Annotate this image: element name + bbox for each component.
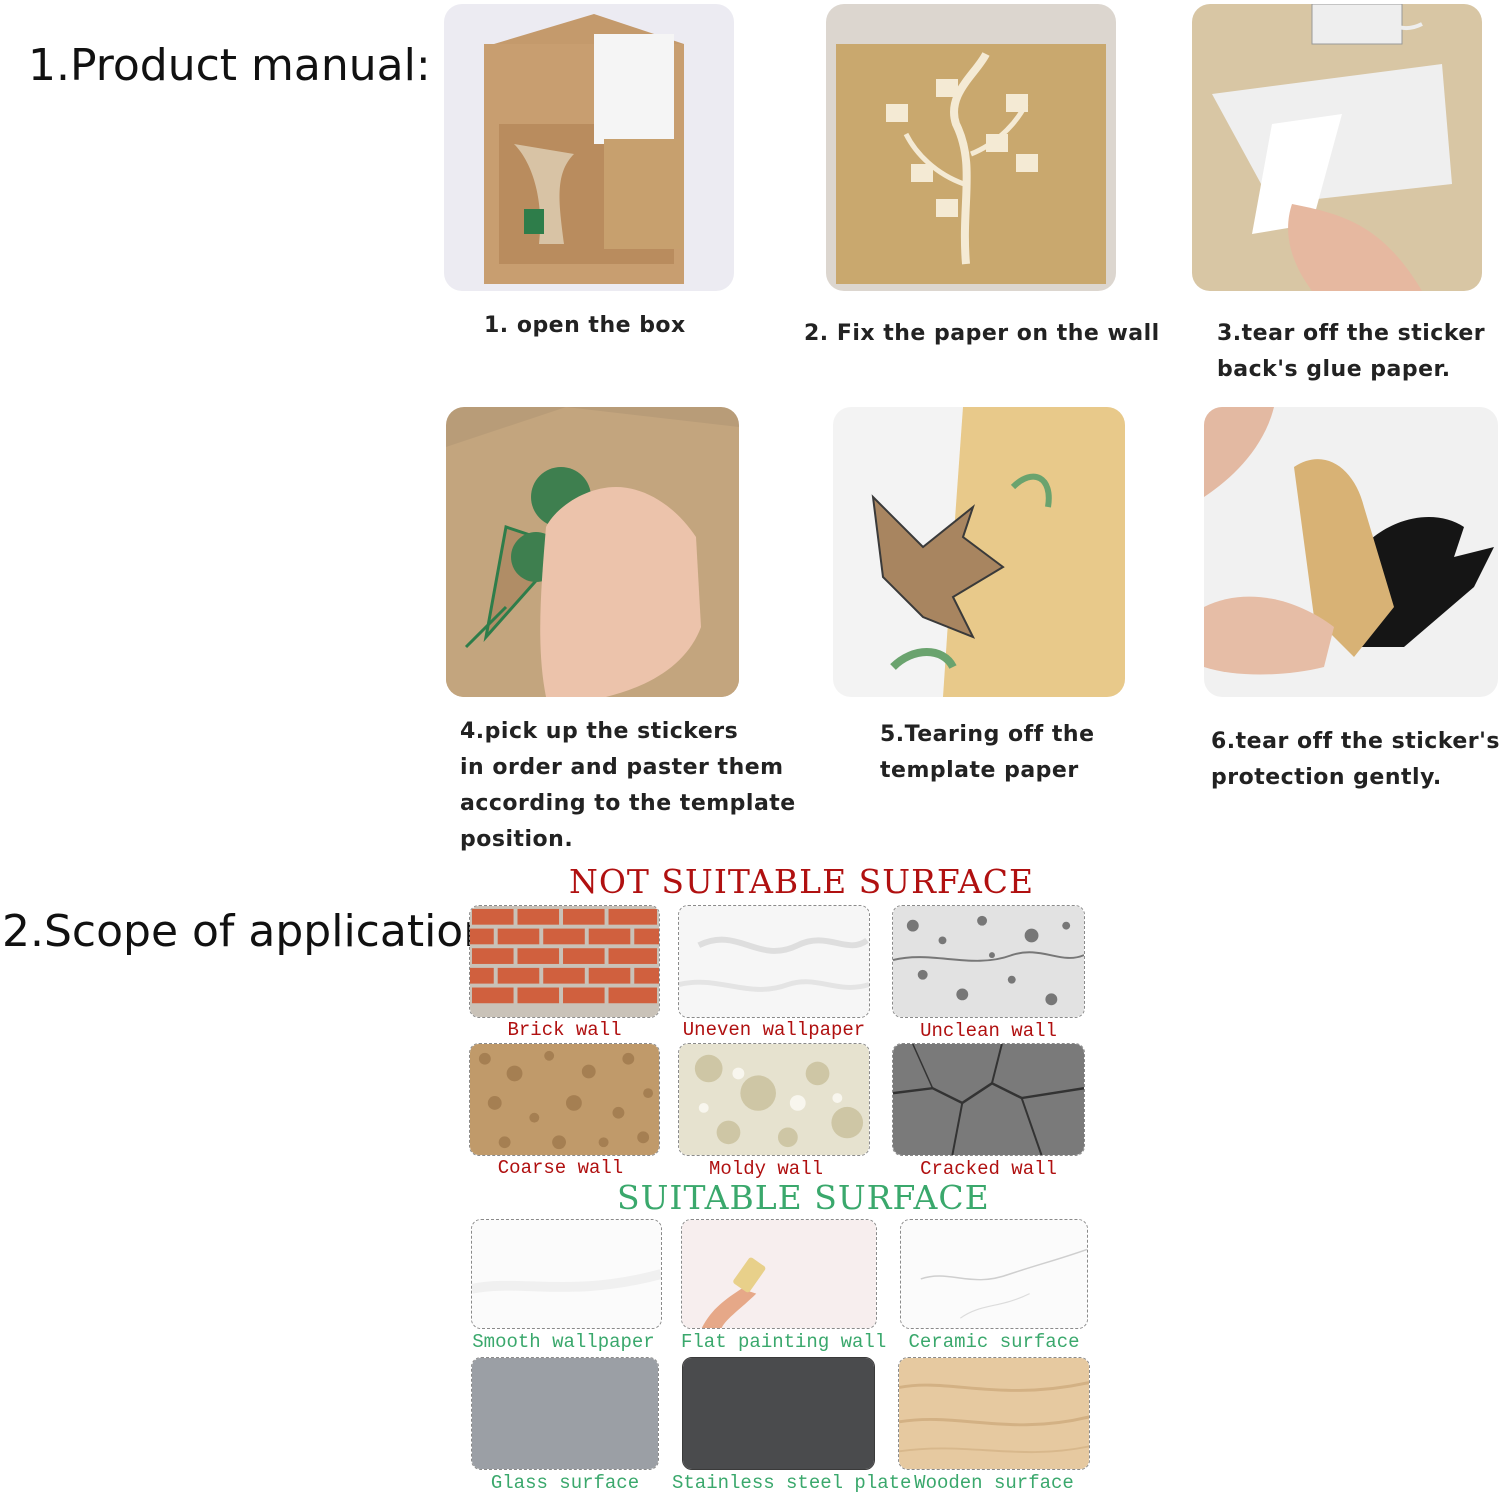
not-suitable-surface-title: NOT SUITABLE SURFACE [569,862,1035,901]
step-2-caption: 2. Fix the paper on the wall [804,321,1160,346]
step-6-caption: 6.tear off the sticker's protection gent… [1211,729,1500,790]
open-box-photo [444,4,734,291]
glass-surface-label: Glass surface [490,1472,640,1494]
cracked-wall-label: Cracked wall [920,1158,1057,1180]
peel-sticker-photo [1192,4,1482,291]
bird-template-photo [833,407,1125,697]
step-4-caption: 4.pick up the stickers in order and past… [460,719,796,852]
cracked-wall-tile [892,1043,1085,1156]
flat-painting-wall-label: Flat painting wall [681,1331,887,1353]
wooden-surface-label: Wooden surface [914,1472,1074,1494]
moldy-wall-tile [678,1043,870,1156]
bird-protection-photo [1204,407,1498,697]
coarse-wall-tile [469,1043,660,1156]
uneven-wallpaper-tile [678,905,870,1018]
coarse-wall-label: Coarse wall [497,1157,624,1179]
press-sticker-photo [446,407,739,697]
step-3-caption: 3.tear off the sticker back's glue paper… [1217,321,1486,382]
smooth-wallpaper-tile [471,1219,662,1329]
tree-template-photo [826,4,1116,291]
unclean-wall-label: Unclean wall [920,1020,1057,1042]
suitable-surface-title: SUITABLE SURFACE [617,1178,990,1217]
stainless-steel-plate-tile [682,1357,875,1470]
ceramic-surface-label: Ceramic surface [908,1331,1080,1353]
product-manual-heading: 1.Product manual: [28,40,431,91]
smooth-wallpaper-label: Smooth wallpaper [472,1331,655,1353]
ceramic-surface-tile [900,1219,1088,1329]
step-1-caption: 1. open the box [484,313,686,338]
brick-wall-tile [469,905,660,1018]
wooden-surface-tile [898,1357,1090,1470]
unclean-wall-tile [892,905,1085,1018]
stainless-steel-plate-label: Stainless steel plate [672,1472,912,1494]
brick-wall-label: Brick wall [507,1019,622,1041]
scope-of-application-heading: 2.Scope of application: [2,906,506,957]
glass-surface-tile [471,1357,659,1470]
step-5-caption: 5.Tearing off the template paper [880,722,1095,783]
uneven-wallpaper-label: Uneven wallpaper [682,1019,866,1041]
moldy-wall-label: Moldy wall [708,1158,824,1180]
flat-painting-wall-tile [681,1219,877,1329]
